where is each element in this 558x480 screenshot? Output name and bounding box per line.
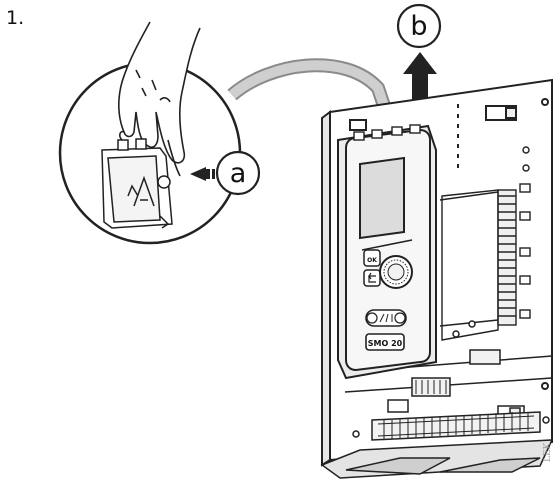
- callout-a: a: [190, 150, 261, 196]
- ok-button-label: OK: [367, 257, 377, 264]
- display-unit: OK SMO 20: [337, 124, 437, 380]
- lower-cable-area: [320, 320, 554, 479]
- callout-a-label: a: [230, 158, 247, 189]
- ok-button: OK: [363, 249, 381, 267]
- step-number: 1.: [6, 7, 25, 29]
- back-button: [363, 269, 381, 287]
- hand-illustration: [118, 21, 201, 164]
- detail-circle: [58, 21, 242, 245]
- detail-panel: [101, 138, 173, 229]
- callout-b-label: b: [410, 11, 427, 42]
- watermark: LEK: [543, 442, 553, 462]
- control-knob: [379, 255, 413, 289]
- model-badge: SMO 20: [365, 333, 405, 351]
- model-label: SMO 20: [368, 339, 403, 348]
- status-indicator: [365, 309, 407, 327]
